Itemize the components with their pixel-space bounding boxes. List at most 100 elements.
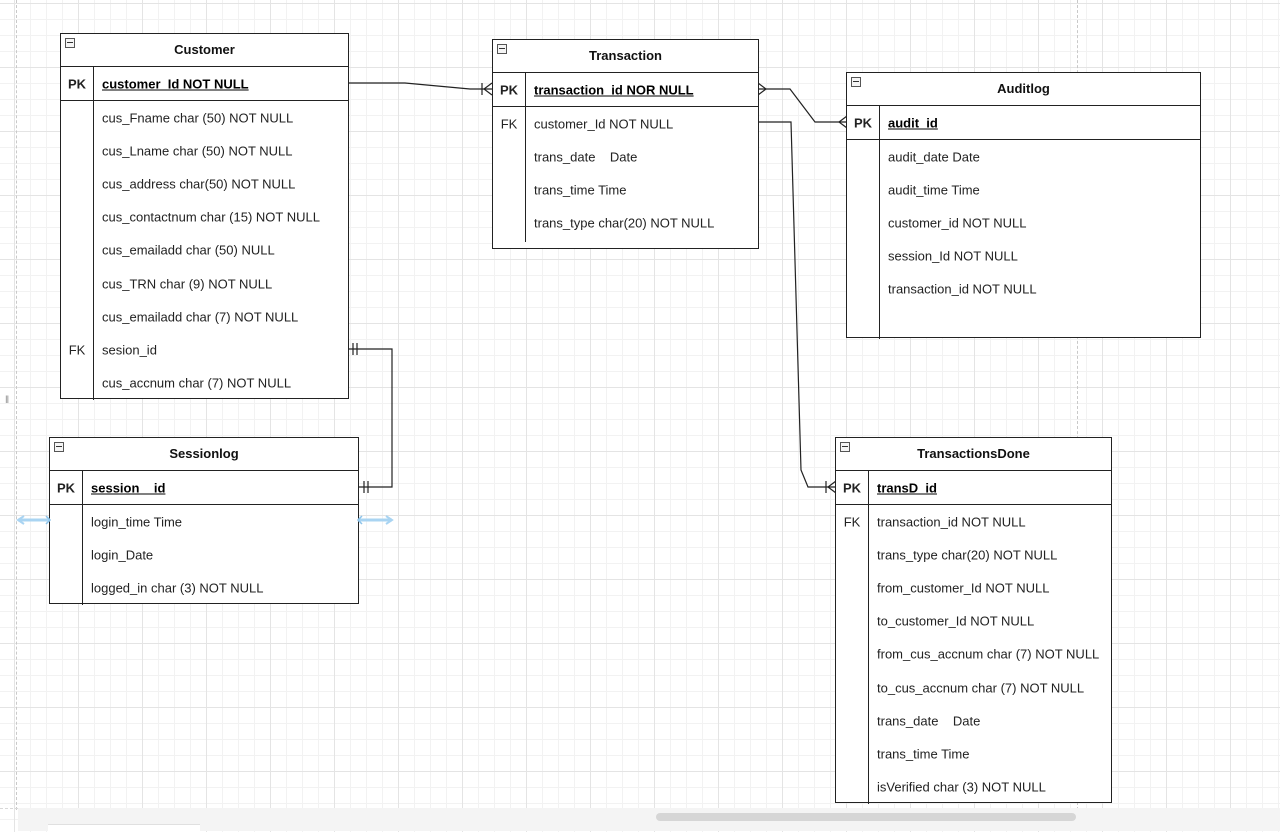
primary-key-row[interactable]: PK customer_Id NOT NULL — [61, 67, 348, 101]
attribute-row[interactable]: cus_Lname char (50) NOT NULL — [61, 134, 348, 167]
attribute-row[interactable]: trans_time Time — [493, 173, 758, 206]
pk-field: transD_id — [877, 480, 937, 495]
entity-sessionlog[interactable]: Sessionlog PK session_ id login_time Tim… — [49, 437, 359, 605]
attribute-row[interactable]: FK sesion_id — [61, 333, 348, 366]
page-tab[interactable] — [48, 824, 200, 832]
attribute-field: transaction_id NOT NULL — [888, 281, 1037, 297]
attribute-row[interactable]: cus_contactnum char (15) NOT NULL — [61, 201, 348, 234]
page-break-line — [1077, 0, 1078, 810]
collapse-icon[interactable] — [497, 44, 507, 54]
primary-key-row[interactable]: PK transD_id — [836, 471, 1111, 505]
collapse-icon[interactable] — [851, 77, 861, 87]
entity-header[interactable]: Customer — [61, 34, 348, 67]
relationship-customer-sessionlog[interactable] — [349, 343, 393, 493]
relationship-transaction-auditlog[interactable] — [757, 82, 848, 129]
attribute-field: cus_address char(50) NOT NULL — [102, 176, 296, 192]
attribute-list: login_time Time login_Date logged_in cha… — [50, 505, 358, 605]
attribute-row[interactable]: cus_address char(50) NOT NULL — [61, 167, 348, 200]
horizontal-scrollbar[interactable] — [18, 808, 1280, 831]
attribute-field: login_time Time — [91, 514, 183, 530]
entity-title: Sessionlog — [169, 446, 239, 461]
attribute-field: to_cus_accnum char (7) NOT NULL — [877, 680, 1085, 696]
attribute-field: logged_in char (3) NOT NULL — [91, 580, 264, 596]
attribute-field: audit_time Time — [888, 182, 980, 198]
attribute-row[interactable]: trans_type char(20) NOT NULL — [493, 207, 758, 240]
entity-transaction[interactable]: Transaction PK transaction_id NOR NULL F… — [492, 39, 759, 249]
panel-resize-handle[interactable]: ‖ — [5, 395, 10, 406]
attribute-row[interactable]: cus_TRN char (9) NOT NULL — [61, 267, 348, 300]
attribute-field: trans_type char(20) NOT NULL — [534, 215, 715, 231]
attribute-field: transaction_id NOT NULL — [877, 514, 1026, 530]
attribute-row[interactable]: cus_emailadd char (7) NOT NULL — [61, 300, 348, 333]
key-column-divider — [879, 140, 880, 339]
pk-field: audit_id — [888, 115, 938, 130]
attribute-row[interactable] — [847, 306, 1200, 339]
attribute-field: to_customer_Id NOT NULL — [877, 613, 1035, 629]
relationship-customer-transaction[interactable] — [349, 82, 493, 96]
attribute-field: cus_emailadd char (7) NOT NULL — [102, 309, 299, 325]
attribute-row[interactable]: login_time Time — [50, 505, 358, 538]
collapse-icon[interactable] — [840, 442, 850, 452]
key-column-divider — [868, 471, 869, 504]
attribute-row[interactable]: login_Date — [50, 538, 358, 571]
attribute-row[interactable]: transaction_id NOT NULL — [847, 273, 1200, 306]
attribute-row[interactable]: from_customer_Id NOT NULL — [836, 571, 1111, 604]
attribute-row[interactable]: to_customer_Id NOT NULL — [836, 605, 1111, 638]
attribute-field: isVerified char (3) NOT NULL — [877, 779, 1046, 795]
primary-key-row[interactable]: PK audit_id — [847, 106, 1200, 140]
attribute-field: trans_time Time — [877, 746, 970, 762]
pk-label: PK — [67, 76, 87, 91]
attribute-row[interactable]: trans_time Time — [836, 737, 1111, 770]
attribute-row[interactable]: trans_date Date — [493, 140, 758, 173]
pk-field: customer_Id NOT NULL — [102, 76, 249, 91]
entity-auditlog[interactable]: Auditlog PK audit_id audit_date Date aud… — [846, 72, 1201, 339]
relationship-transaction-transactionsdone[interactable] — [758, 121, 837, 494]
attribute-row[interactable]: audit_date Date — [847, 140, 1200, 173]
collapse-icon[interactable] — [65, 38, 75, 48]
entity-header[interactable]: Auditlog — [847, 73, 1200, 106]
attribute-field: sesion_id — [102, 342, 157, 358]
connection-hint-arrow-left[interactable] — [16, 515, 54, 525]
key-label: FK — [68, 342, 86, 358]
entity-header[interactable]: Transaction — [493, 40, 758, 73]
attribute-row[interactable]: cus_accnum char (7) NOT NULL — [61, 367, 348, 400]
primary-key-row[interactable]: PK transaction_id NOR NULL — [493, 73, 758, 107]
attribute-row[interactable]: to_cus_accnum char (7) NOT NULL — [836, 671, 1111, 704]
entity-customer[interactable]: Customer PK customer_Id NOT NULL cus_Fna… — [60, 33, 349, 400]
attribute-row[interactable]: logged_in char (3) NOT NULL — [50, 571, 358, 604]
attribute-row[interactable]: audit_time Time — [847, 173, 1200, 206]
connection-hint-arrow-right[interactable] — [354, 515, 394, 525]
attribute-field: trans_time Time — [534, 182, 627, 198]
attribute-field: from_cus_accnum char (7) NOT NULL — [877, 646, 1100, 662]
key-column-divider — [868, 505, 869, 804]
attribute-field: cus_emailadd char (50) NULL — [102, 242, 275, 258]
attribute-row[interactable]: isVerified char (3) NOT NULL — [836, 771, 1111, 804]
attribute-field: customer_Id NOT NULL — [534, 116, 674, 132]
pk-label: PK — [842, 480, 862, 495]
attribute-field: customer_id NOT NULL — [888, 215, 1027, 231]
attribute-field: login_Date — [91, 547, 154, 563]
scrollbar-thumb[interactable] — [656, 813, 1076, 821]
entity-title: TransactionsDone — [917, 446, 1030, 461]
entity-header[interactable]: TransactionsDone — [836, 438, 1111, 471]
entity-header[interactable]: Sessionlog — [50, 438, 358, 471]
attribute-row[interactable]: cus_emailadd char (50) NULL — [61, 234, 348, 267]
attribute-row[interactable]: session_Id NOT NULL — [847, 240, 1200, 273]
primary-key-row[interactable]: PK session_ id — [50, 471, 358, 505]
attribute-row[interactable]: trans_date Date — [836, 704, 1111, 737]
pk-field: session_ id — [91, 480, 166, 495]
collapse-icon[interactable] — [54, 442, 64, 452]
attribute-row[interactable]: from_cus_accnum char (7) NOT NULL — [836, 638, 1111, 671]
pk-label: PK — [853, 115, 873, 130]
attribute-row[interactable]: trans_type char(20) NOT NULL — [836, 538, 1111, 571]
attribute-row[interactable]: customer_id NOT NULL — [847, 206, 1200, 239]
key-column-divider — [93, 67, 94, 100]
key-column-divider — [525, 107, 526, 242]
attribute-row[interactable]: cus_Fname char (50) NOT NULL — [61, 101, 348, 134]
